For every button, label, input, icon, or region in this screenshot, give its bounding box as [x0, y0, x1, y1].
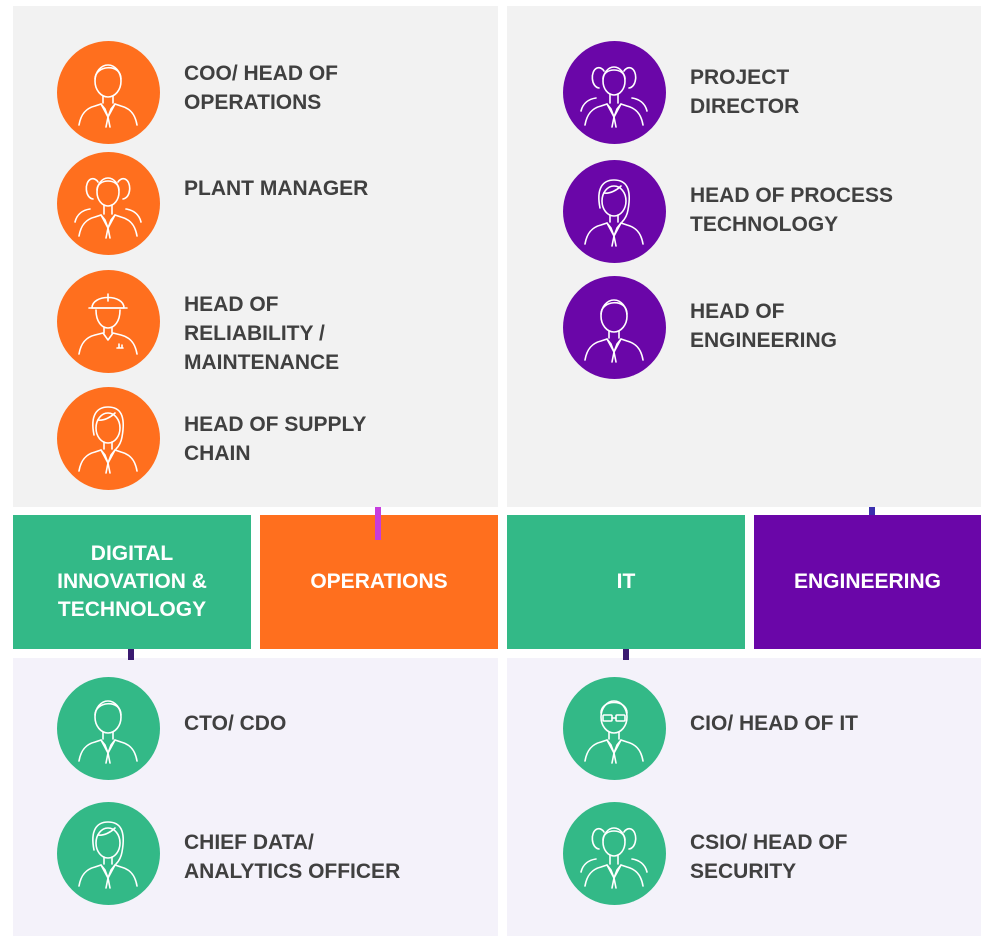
role-title: PLANT MANAGER — [184, 174, 368, 203]
role-avatar-circle — [57, 270, 160, 373]
role-title: CTO/ CDO — [184, 709, 286, 738]
role-title-line: TECHNOLOGY — [690, 213, 839, 236]
role-title: COO/ HEAD OF OPERATIONS — [184, 59, 338, 117]
role-title: CIO/ HEAD OF IT — [690, 709, 858, 738]
role-title-line: OPERATIONS — [184, 91, 322, 114]
role-title-line: HEAD OF — [184, 293, 279, 316]
department-label-line: TECHNOLOGY — [57, 598, 207, 621]
role-title-line: ANALYTICS OFFICER — [184, 860, 401, 883]
department-engineering: ENGINEERING — [754, 515, 981, 649]
connector-tick — [623, 649, 629, 660]
male-executive-icon — [584, 299, 644, 363]
connector-tick — [128, 649, 134, 660]
male-glasses-icon — [584, 700, 644, 764]
female-executive-icon — [78, 821, 138, 889]
role-title: HEAD OF PROCESS TECHNOLOGY — [690, 181, 893, 239]
female-executive-icon — [584, 179, 644, 247]
role-title-line: HEAD OF SUPPLY — [184, 413, 367, 436]
role-title: HEAD OF RELIABILITY / MAINTENANCE — [184, 290, 339, 377]
role-title: CSIO/ HEAD OF SECURITY — [690, 828, 848, 886]
role-avatar-circle — [563, 802, 666, 905]
hard-hat-worker-icon — [78, 293, 138, 355]
role-avatar-circle — [563, 41, 666, 144]
female-executive-icon — [78, 406, 138, 474]
department-label-line: OPERATIONS — [310, 570, 448, 593]
role-title-line: HEAD OF PROCESS — [690, 184, 894, 207]
role-avatar-circle — [57, 802, 160, 905]
role-title-line: MAINTENANCE — [184, 351, 340, 374]
role-title: HEAD OF ENGINEERING — [690, 297, 837, 355]
department-digital-innovation: DIGITAL INNOVATION & TECHNOLOGY — [13, 515, 251, 649]
role-title-line: CTO/ CDO — [184, 712, 287, 735]
role-avatar-circle — [57, 152, 160, 255]
role-title: HEAD OF SUPPLY CHAIN — [184, 410, 366, 468]
role-title-line: CSIO/ HEAD OF — [690, 831, 848, 854]
role-title-line: CHAIN — [184, 442, 251, 465]
role-title-line: RELIABILITY / — [184, 322, 325, 345]
team-group-icon — [580, 827, 648, 889]
connector-tick — [375, 507, 381, 540]
role-title-line: PLANT MANAGER — [184, 177, 369, 200]
role-title-line: ENGINEERING — [690, 329, 838, 352]
role-title-line: CHIEF DATA/ — [184, 831, 314, 854]
male-executive-icon — [78, 700, 138, 764]
role-title-line: SECURITY — [690, 860, 797, 883]
role-title-line: DIRECTOR — [690, 95, 800, 118]
department-label-line: DIGITAL — [90, 542, 174, 565]
role-avatar-circle — [57, 41, 160, 144]
role-title: CHIEF DATA/ ANALYTICS OFFICER — [184, 828, 400, 886]
role-title-line: CIO/ HEAD OF IT — [690, 712, 858, 735]
department-it: IT — [507, 515, 745, 649]
team-group-icon — [580, 66, 648, 128]
role-title-line: PROJECT — [690, 66, 790, 89]
male-executive-icon — [78, 64, 138, 128]
department-label-line: IT — [616, 570, 636, 593]
role-title-line: COO/ HEAD OF — [184, 62, 339, 85]
team-group-icon — [74, 177, 142, 239]
role-avatar-circle — [57, 387, 160, 490]
connector-tick — [869, 507, 875, 515]
role-avatar-circle — [563, 677, 666, 780]
role-title-line: HEAD OF — [690, 300, 785, 323]
department-label-line: INNOVATION & — [57, 570, 207, 593]
role-avatar-circle — [563, 160, 666, 263]
department-label-line: ENGINEERING — [793, 570, 942, 593]
role-avatar-circle — [563, 276, 666, 379]
role-avatar-circle — [57, 677, 160, 780]
role-title: PROJECT DIRECTOR — [690, 63, 799, 121]
